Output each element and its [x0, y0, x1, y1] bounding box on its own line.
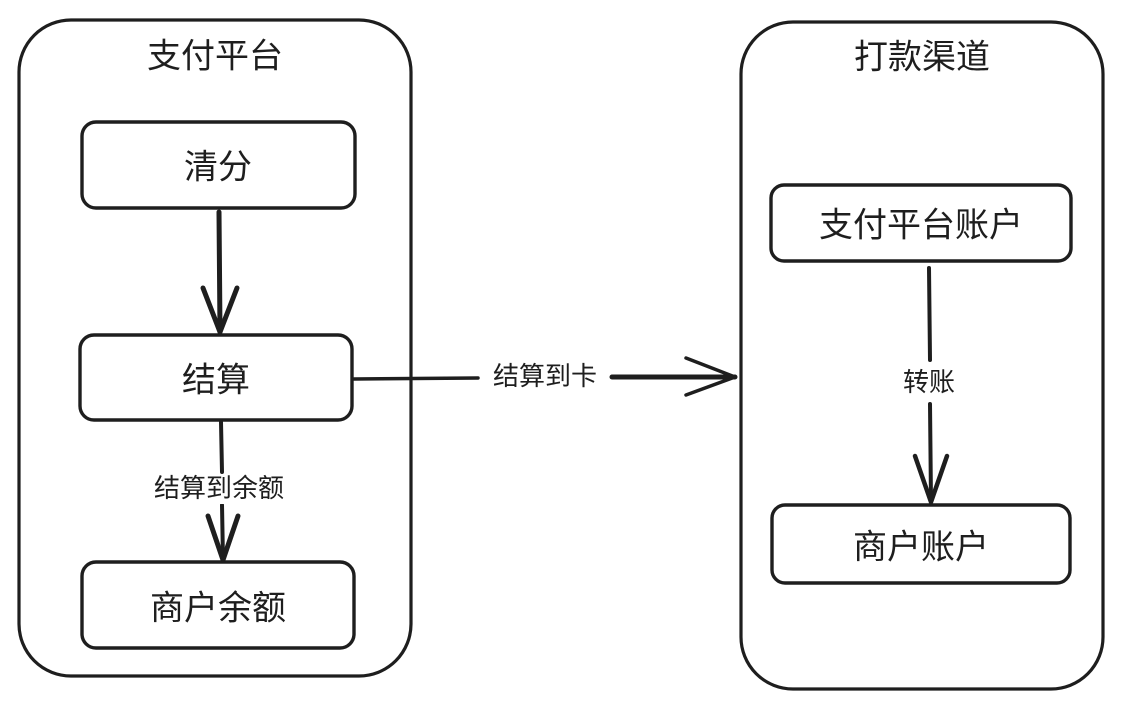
- node-label-clearing: 清分: [184, 147, 252, 188]
- edge-label-settle-to-balance: 结算到余额: [151, 474, 287, 504]
- edge-label-transfer: 转账: [900, 368, 958, 398]
- node-merchant-account-box[interactable]: [770, 503, 1072, 585]
- edge-clearing-to-settlement: [200, 209, 240, 335]
- group-payout-channel-frame: [739, 20, 1105, 691]
- edge-label-settle-to-card: 结算到卡: [490, 362, 600, 392]
- edge-settlement-to-payout-channel: [352, 356, 738, 397]
- group-title-payment-platform: 支付平台: [147, 36, 283, 77]
- edge-platform-to-merchant-account: [912, 266, 950, 505]
- group-payment-platform-frame: [17, 18, 413, 678]
- node-clearing-box[interactable]: [80, 120, 357, 210]
- node-label-merchant-balance: 商户余额: [150, 588, 286, 629]
- node-merchant-balance-box[interactable]: [80, 560, 356, 650]
- node-label-settlement: 结算: [182, 360, 250, 401]
- group-title-payout-channel: 打款渠道: [854, 37, 990, 78]
- node-label-merchant-account: 商户账户: [853, 527, 989, 568]
- node-settlement-box[interactable]: [78, 333, 354, 422]
- edge-settlement-to-merchant-balance: [205, 420, 241, 563]
- node-label-platform-account: 支付平台账户: [819, 205, 1023, 246]
- node-platform-account-box[interactable]: [769, 183, 1073, 263]
